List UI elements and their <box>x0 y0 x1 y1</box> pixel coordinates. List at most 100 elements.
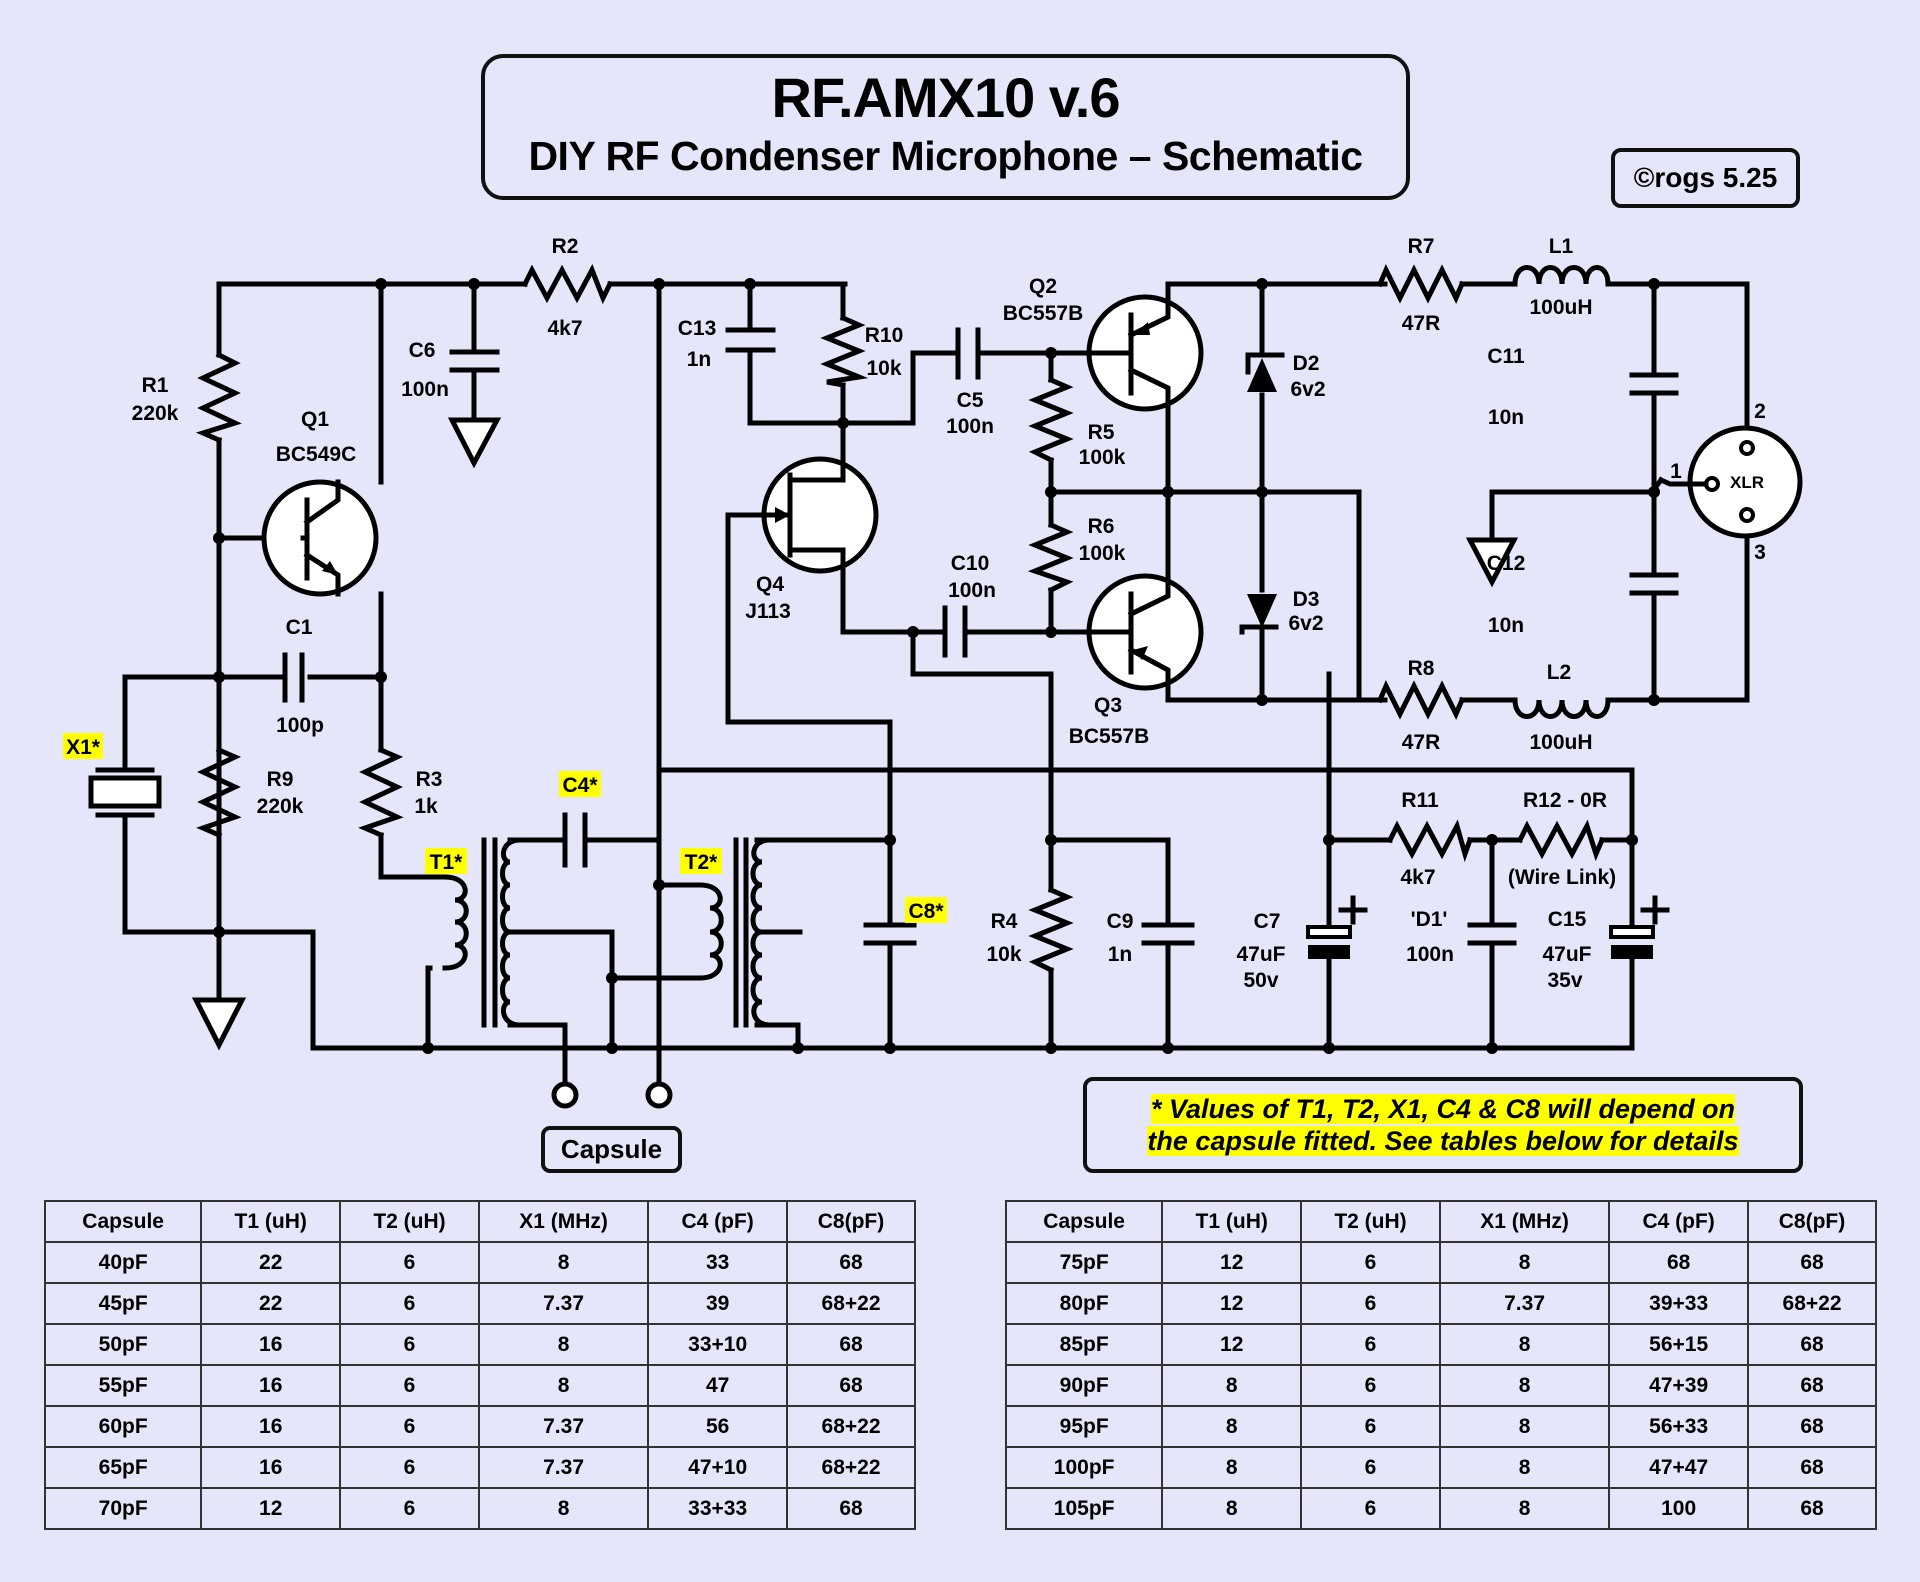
capacitor-c5 <box>955 327 981 380</box>
table-header-row: Capsule T1 (uH) T2 (uH) X1 (MHz) C4 (pF)… <box>1004 1200 1877 1243</box>
label-x1-ref: X1* <box>66 736 101 759</box>
capsule-table-1: Capsule T1 (uH) T2 (uH) X1 (MHz) C4 (pF)… <box>43 1200 916 1530</box>
capsule-label: Capsule <box>541 1126 682 1173</box>
value-cell: 6 <box>1300 1282 1441 1325</box>
note-line-2: the capsule fitted. See tables below for… <box>1147 1126 1739 1156</box>
value-cell: 6 <box>1300 1446 1441 1489</box>
label-r3-ref: R3 <box>416 768 443 791</box>
junction-dots <box>213 278 1660 1054</box>
label-r11-value: 4k7 <box>1400 866 1435 889</box>
xlr-connector[interactable]: XLR 2 1 3 <box>1657 400 1803 564</box>
value-cell: 47 <box>647 1364 789 1407</box>
transistor-q4-jfet <box>750 456 879 574</box>
value-cell: 33 <box>647 1241 789 1284</box>
value-cell: 12 <box>1161 1282 1303 1325</box>
label-d3-ref: D3 <box>1293 588 1320 611</box>
label-q1-value: BC549C <box>276 443 357 466</box>
header-cell: Capsule <box>43 1200 203 1243</box>
label-c13-value: 1n <box>687 348 712 371</box>
value-cell: 68 <box>786 1323 916 1366</box>
label-l1-value: 100uH <box>1529 296 1592 319</box>
value-cell: 6 <box>339 1241 480 1284</box>
value-cell: 8 <box>477 1487 650 1530</box>
label-q4-ref: Q4 <box>756 573 784 596</box>
capacitor-c15 <box>1609 895 1670 959</box>
capsule-cell: 105pF <box>1004 1487 1164 1530</box>
capsule-cell: 65pF <box>43 1446 203 1489</box>
value-cell: 47+39 <box>1608 1364 1750 1407</box>
capsule-cell: 70pF <box>43 1487 203 1530</box>
xlr-pin-3 <box>1739 507 1755 523</box>
value-cell: 68+22 <box>1747 1282 1877 1325</box>
label-r8-ref: R8 <box>1408 657 1435 680</box>
value-cell: 22 <box>200 1282 342 1325</box>
label-c11-value: 10n <box>1488 406 1524 429</box>
value-cell: 6 <box>339 1282 480 1325</box>
label-q4-value: J113 <box>745 600 791 623</box>
capsule-table-2: Capsule T1 (uH) T2 (uH) X1 (MHz) C4 (pF)… <box>1004 1200 1877 1530</box>
label-c4-ref: C4* <box>562 774 598 797</box>
resistor-r10 <box>820 314 869 388</box>
xlr-pin-2 <box>1739 440 1755 456</box>
ground-symbols <box>191 417 1519 1051</box>
label-c13-ref: C13 <box>678 317 717 340</box>
label-c15-rating: 35v <box>1547 969 1582 992</box>
resistor-r11 <box>1386 819 1474 863</box>
label-r10-value: 10k <box>866 357 901 380</box>
value-cell: 8 <box>1161 1446 1303 1489</box>
value-cell: 68 <box>786 1241 916 1284</box>
capsule-cell: 95pF <box>1004 1405 1164 1448</box>
value-cell: 68 <box>1747 1487 1877 1530</box>
transformer-t1 <box>442 837 523 1028</box>
capacitor-c10 <box>942 605 968 658</box>
value-cell: 47+10 <box>647 1446 789 1489</box>
label-r5-value: 100k <box>1079 446 1126 469</box>
label-l1-ref: L1 <box>1549 235 1574 258</box>
label-r3-value: 1k <box>414 795 438 818</box>
resistor-r8 <box>1376 680 1466 720</box>
label-c5-ref: C5 <box>957 389 984 412</box>
label-d2-value: 6v2 <box>1290 378 1325 401</box>
label-c9-value: 1n <box>1108 943 1133 966</box>
table-header-row: Capsule T1 (uH) T2 (uH) X1 (MHz) C4 (pF)… <box>43 1200 916 1243</box>
value-cell: 56+15 <box>1608 1323 1750 1366</box>
resistor-r4 <box>1028 886 1074 974</box>
value-cell: 7.37 <box>1438 1282 1611 1325</box>
label-d2-ref: D2 <box>1293 352 1320 375</box>
value-cell: 68 <box>1608 1241 1750 1284</box>
capsule-cell: 45pF <box>43 1282 203 1325</box>
crystal-x1 <box>88 767 162 818</box>
value-cell: 12 <box>1161 1323 1303 1366</box>
header-cell: T2 (uH) <box>1300 1200 1441 1243</box>
label-r7-value: 47R <box>1402 312 1441 335</box>
xlr-pin-2-label: 2 <box>1754 400 1766 423</box>
header-cell: X1 (MHz) <box>477 1200 650 1243</box>
capsule-cell: 90pF <box>1004 1364 1164 1407</box>
label-r1-value: 220k <box>132 402 179 425</box>
value-cell: 16 <box>200 1364 342 1407</box>
value-cell: 12 <box>1161 1241 1303 1284</box>
label-r7-ref: R7 <box>1408 235 1435 258</box>
capacitor-c11 <box>1629 372 1679 396</box>
label-r9-ref: R9 <box>267 768 294 791</box>
transistor-q2 <box>1082 281 1204 412</box>
label-q3-ref: Q3 <box>1094 694 1122 717</box>
header-cell: T1 (uH) <box>200 1200 342 1243</box>
value-cell: 39+33 <box>1608 1282 1750 1325</box>
value-cell: 8 <box>1161 1487 1303 1530</box>
transistor-q3 <box>1082 573 1204 703</box>
label-c12-value: 10n <box>1488 614 1524 637</box>
value-cell: 7.37 <box>477 1446 650 1489</box>
value-cell: 33+33 <box>647 1487 789 1530</box>
component-labels: R1 220k R2 4k7 C6 100n Q1 BC549C C1 100p… <box>66 235 1616 992</box>
label-r2-value: 4k7 <box>547 317 582 340</box>
transformer-t2 <box>656 837 803 1028</box>
value-cell: 68 <box>1747 1364 1877 1407</box>
page-subtitle: DIY RF Condenser Microphone – Schematic <box>528 133 1363 179</box>
highlights <box>63 733 947 923</box>
